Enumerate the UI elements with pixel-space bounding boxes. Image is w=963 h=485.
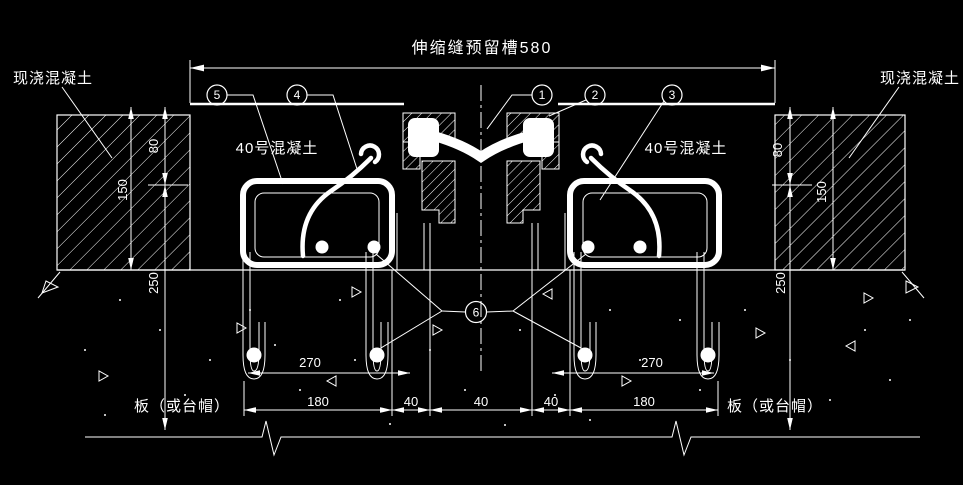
- concrete40-label-right: 40号混凝土: [645, 140, 728, 157]
- cast-in-place-label-left: 现浇混凝土: [13, 70, 93, 87]
- dim-40-right-text: 40: [544, 394, 558, 409]
- slab-label-left: 板（或台帽）: [134, 397, 230, 415]
- right-bent-bar: [588, 155, 662, 259]
- dim-left-vertical: 80 150 250: [115, 107, 188, 430]
- rebar-section: [367, 240, 381, 254]
- callout-6-number: 6: [473, 306, 480, 320]
- dim-80-right-text: 80: [770, 143, 785, 157]
- rebar-section: [577, 347, 593, 363]
- groove-dimension-label: 伸缩缝预留槽580: [412, 39, 553, 57]
- rebar-section: [581, 240, 595, 254]
- top-dimension-580: 伸缩缝预留槽580: [189, 39, 776, 103]
- right-cast-block: [774, 114, 906, 271]
- dim-270-right: 270: [552, 355, 714, 376]
- slab-label-right: 板（或台帽）: [727, 397, 823, 415]
- left-hook-outer: [242, 252, 266, 380]
- callout-2-number: 2: [592, 88, 599, 102]
- dim-270-left-text: 270: [299, 355, 321, 370]
- dim-80-left-text: 80: [146, 139, 161, 153]
- dim-chain-bottom: 180 40 40 40 180: [243, 223, 719, 416]
- callout-5: 5: [206, 84, 284, 185]
- rubber-seal: [408, 118, 554, 164]
- seal-bulb-left: [408, 118, 439, 157]
- dim-150-right-text: 150: [814, 181, 829, 203]
- callout-6: 6: [375, 253, 587, 349]
- left-bent-bar: [300, 155, 374, 259]
- dim-250-left-text: 250: [146, 272, 161, 294]
- left-bent-bar-hook: [358, 143, 382, 165]
- dim-150-left-text: 150: [115, 179, 130, 201]
- seal-bulb-right: [523, 118, 554, 157]
- right-loop-bar: [567, 178, 722, 268]
- right-hook-outer: [573, 252, 597, 380]
- left-hook2-outer: [365, 252, 389, 380]
- concrete40-label-left: 40号混凝土: [236, 140, 319, 157]
- dim-180-left-text: 180: [307, 394, 329, 409]
- cast-in-place-label-right: 现浇混凝土: [880, 70, 960, 87]
- rebar-section: [315, 240, 329, 254]
- dim-180-right-text: 180: [633, 394, 655, 409]
- right-loop-inner: [582, 192, 708, 258]
- right-hook2-outer: [696, 252, 720, 380]
- left-cast-block: [56, 114, 191, 271]
- dim-right-vertical: 80 150 250: [770, 107, 836, 430]
- callout-3: 3: [599, 84, 683, 201]
- rebar-section: [700, 347, 716, 363]
- callout-4-number: 4: [294, 88, 301, 102]
- rebar-section: [246, 347, 262, 363]
- rebar-section: [369, 347, 385, 363]
- left-loop-bar: [240, 178, 395, 268]
- callout-4: 4: [286, 84, 359, 173]
- slab-outline: [37, 271, 925, 457]
- callout-5-number: 5: [214, 88, 221, 102]
- dim-40-center-text: 40: [474, 394, 488, 409]
- dim-270-left: 270: [248, 355, 410, 376]
- callout-2: 2: [548, 84, 606, 117]
- right-bent-bar-hook: [580, 143, 604, 165]
- callout-3-number: 3: [669, 88, 676, 102]
- right-rebar-assembly: [567, 143, 722, 380]
- left-loop-inner: [254, 192, 380, 258]
- callout-1: 1: [486, 84, 553, 130]
- callout-1-number: 1: [539, 88, 546, 102]
- left-rebar-assembly: [240, 143, 395, 380]
- rebar-section: [633, 240, 647, 254]
- dim-250-right-text: 250: [773, 272, 788, 294]
- dim-270-right-text: 270: [641, 355, 663, 370]
- dim-40-left-text: 40: [404, 394, 418, 409]
- slab-texture: [84, 286, 911, 426]
